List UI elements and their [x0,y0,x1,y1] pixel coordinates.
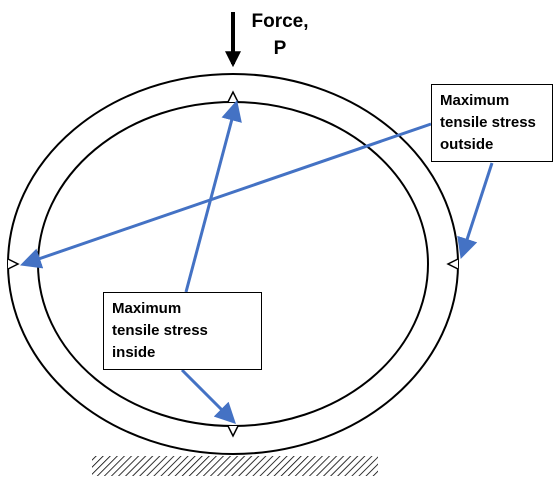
force-label: Force, P [240,8,320,62]
callout-inside-line3: inside [112,344,156,361]
crack-notch-bottom [227,425,239,438]
crack-notch-top [227,90,239,103]
inner-ring [37,101,429,427]
callout-inside-line1: Maximum [112,300,182,317]
arrow-inside-to-bottom [180,368,236,424]
crack-notch-right [446,258,459,270]
force-label-line2: P [273,38,287,59]
arrow-inside-to-top [184,99,242,293]
callout-outside-line3: outside [440,136,494,153]
callout-inside-line2: tensile stress [112,322,208,339]
force-label-line1: Force, [251,11,309,32]
callout-outside-line1: Maximum [440,92,510,109]
outer-ring [7,73,459,455]
arrow-outside-to-left [20,122,432,269]
crack-notch-left [7,258,20,270]
ground-support [92,456,378,476]
callout-outside-line2: tensile stress [440,114,536,131]
callout-inside: Maximum tensile stress inside [103,292,262,370]
callout-outside: Maximum tensile stress outside [431,84,553,162]
arrow-outside-to-right [457,162,494,259]
